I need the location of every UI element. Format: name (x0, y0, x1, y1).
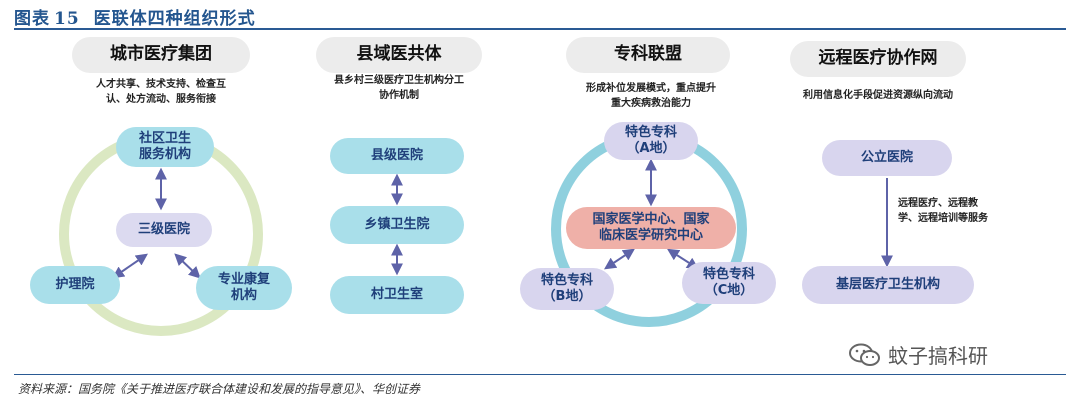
city-desc: 人才共享、技术支持、检查互 认、处方流动、服务衔接 (96, 79, 226, 105)
figure-title-text: 医联体四种组织形式 (93, 9, 256, 29)
city-arrow-right (174, 253, 201, 279)
remote-node-primary-care: 基层医疗卫生机构 (802, 266, 974, 304)
remote-desc: 利用信息化手段促进资源纵向流动 (803, 90, 953, 101)
county-desc: 县乡村三级医疗卫生机构分工 协作机制 (334, 75, 464, 101)
county-header: 县域医共体 (316, 37, 482, 73)
city-node-community: 社区卫生服务机构 (116, 127, 214, 167)
remote-header: 远程医疗协作网 (790, 41, 966, 77)
bottom-rule (14, 374, 1066, 375)
city-header: 城市医疗集团 (72, 37, 250, 73)
source-note: 资料来源：国务院《关于推进医疗联合体建设和发展的指导意见》、华创证券 (18, 382, 421, 396)
top-rule (14, 28, 1066, 30)
county-node-village: 村卫生室 (330, 276, 464, 314)
county-node-township: 乡镇卫生院 (330, 206, 464, 244)
city-node-rehab: 专业康复机构 (196, 266, 292, 310)
remote-services-note: 远程医疗、远程教 学、远程培训等服务 (898, 198, 988, 224)
city-arrow-left (112, 253, 148, 279)
wechat-icon (848, 343, 882, 367)
figure-number: 15 (54, 9, 80, 29)
specialty-node-b: 特色专科（B地） (520, 268, 614, 310)
specialty-node-national-center: 国家医学中心、国家临床医学研究中心 (566, 207, 736, 249)
specialty-header: 专科联盟 (566, 37, 730, 73)
county-node-county-hospital: 县级医院 (330, 138, 464, 174)
watermark: 蚊子搞科研 (848, 340, 988, 369)
specialty-arrow-left (604, 248, 635, 270)
city-node-nursing: 护理院 (30, 266, 120, 304)
remote-node-public-hospital: 公立医院 (822, 140, 952, 176)
specialty-node-a: 特色专科（A地） (604, 122, 698, 160)
city-node-tertiary: 三级医院 (116, 213, 212, 247)
watermark-text: 蚊子搞科研 (888, 344, 988, 368)
specialty-desc: 形成补位发展模式，重点提升 重大疾病救治能力 (586, 83, 716, 109)
figure-prefix: 图表 (14, 9, 50, 29)
specialty-node-c: 特色专科（C地） (682, 262, 776, 304)
